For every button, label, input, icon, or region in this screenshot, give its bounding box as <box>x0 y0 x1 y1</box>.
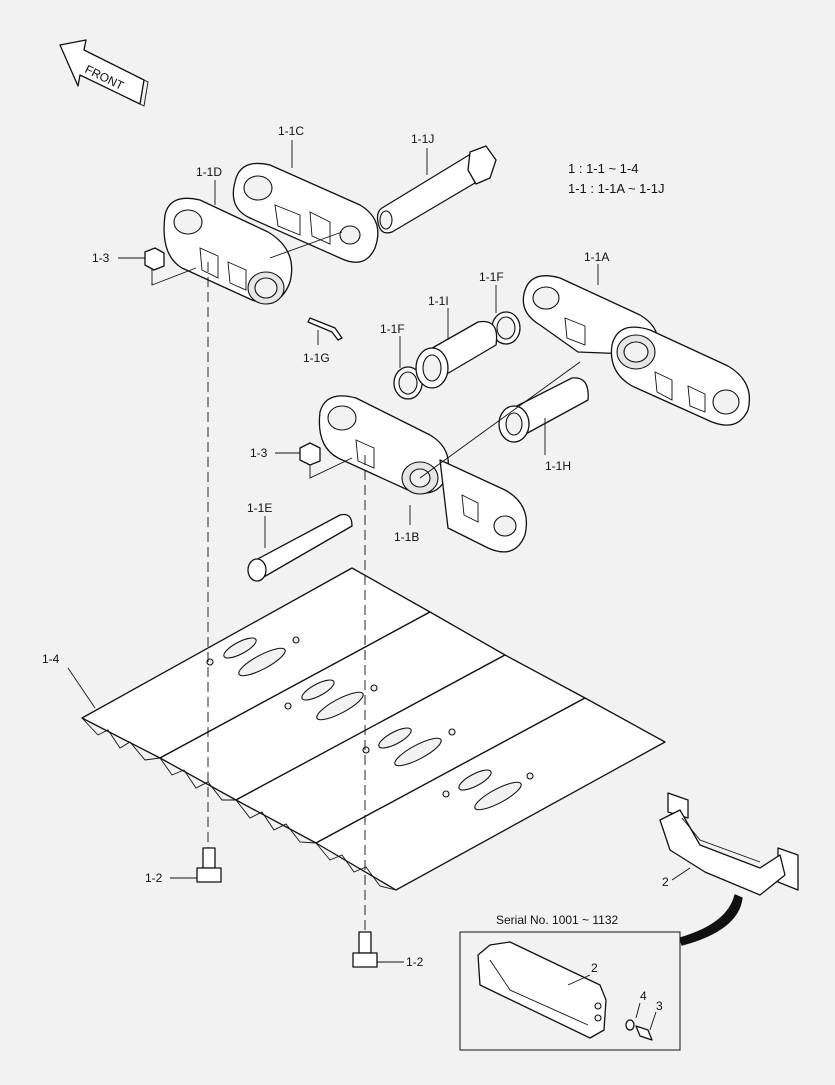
pin-1-1E <box>247 513 353 582</box>
callout-1-1J: 1-1J <box>411 132 434 146</box>
inset-title: Serial No. 1001 ~ 1132 <box>496 913 619 927</box>
callout-1-1C: 1-1C <box>278 124 304 138</box>
track-link-1-1D <box>163 197 293 305</box>
bushing-1-1H <box>498 377 589 443</box>
seal-1-1F-left <box>393 366 423 400</box>
legend-line-1: 1 : 1-1 ~ 1-4 <box>568 161 638 176</box>
callout-1-1G: 1-1G <box>303 351 330 365</box>
legend-line-2: 1-1 : 1-1A ~ 1-1J <box>568 181 664 196</box>
callout-1-3-mid: 1-3 <box>250 446 268 460</box>
callout-1-1I: 1-1I <box>428 294 449 308</box>
track-shoe-plate-1-4 <box>81 567 666 891</box>
track-link-1-1A-outer <box>610 326 751 426</box>
front-arrow-icon: FRONT <box>59 39 149 107</box>
nut-1-3-top <box>144 247 165 271</box>
callout-2-inset: 2 <box>591 961 598 975</box>
callout-1-1B: 1-1B <box>394 530 419 544</box>
callout-1-1D: 1-1D <box>196 165 222 179</box>
lock-pin-1-1G <box>307 317 343 341</box>
washer-4 <box>625 1019 635 1031</box>
track-link-1-1C <box>232 162 379 263</box>
transition-arrow-icon <box>679 894 743 946</box>
bolt-1-2-right <box>352 931 378 968</box>
grab-handle-2-inset <box>477 941 607 1039</box>
bolt-1-2-left <box>196 847 222 883</box>
seal-1-1F-right <box>491 311 521 345</box>
callout-3-inset: 3 <box>656 999 663 1013</box>
bushing-1-1I <box>415 320 498 389</box>
leader-lines <box>67 140 691 1031</box>
callout-1-1E: 1-1E <box>247 501 272 515</box>
callout-1-1H: 1-1H <box>545 459 571 473</box>
callout-1-1F-right: 1-1F <box>479 270 504 284</box>
callout-1-4: 1-4 <box>42 652 60 666</box>
callout-4-inset: 4 <box>640 989 647 1003</box>
bolt-3 <box>635 1025 653 1041</box>
callout-1-1F-left: 1-1F <box>380 322 405 336</box>
nut-1-3-mid <box>299 442 321 466</box>
grab-handle-2 <box>659 792 799 896</box>
callout-1-2-right: 1-2 <box>406 955 424 969</box>
callout-1-3-top: 1-3 <box>92 251 110 265</box>
inset-box <box>459 931 681 1051</box>
callout-1-2-left: 1-2 <box>145 871 163 885</box>
callout-2-main: 2 <box>662 875 669 889</box>
pin-1-1J <box>376 145 497 234</box>
callout-1-1A: 1-1A <box>584 250 609 264</box>
track-link-1-1B <box>318 395 528 553</box>
